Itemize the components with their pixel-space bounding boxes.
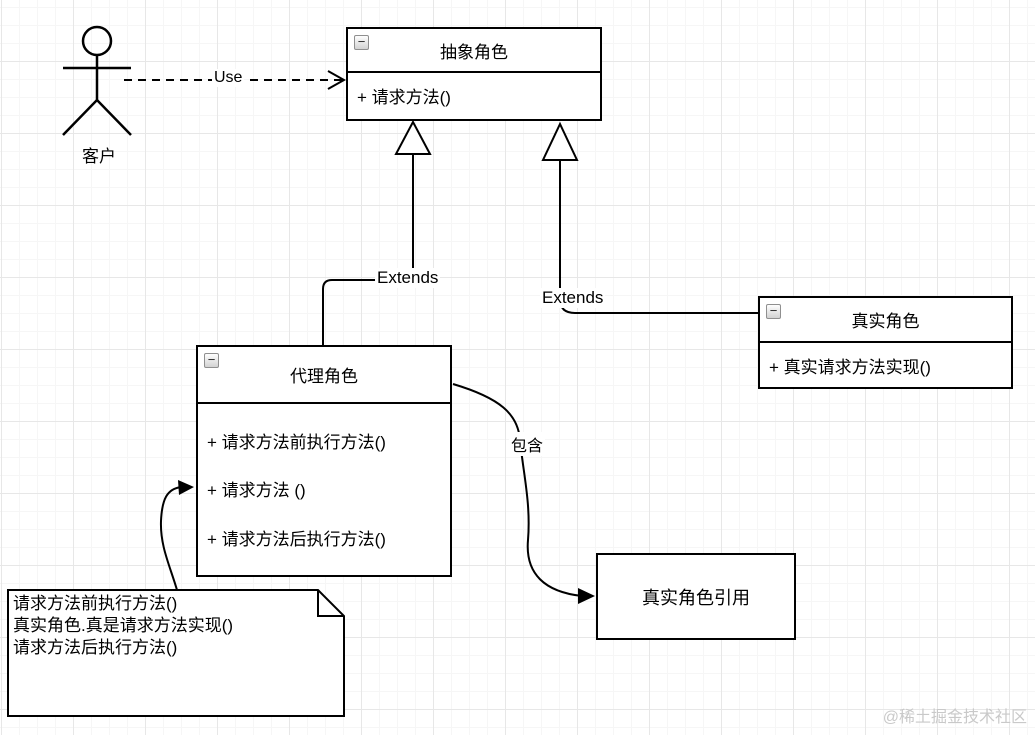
watermark: @稀土掘金技术社区 bbox=[882, 709, 1027, 726]
reference-box-label: 真实角色引用 bbox=[642, 587, 750, 608]
proxy-class-method: + 请求方法 () bbox=[207, 481, 306, 500]
note-text: 请求方法前执行方法() 真实角色.真是请求方法实现() 请求方法后执行方法() bbox=[13, 594, 234, 657]
collapse-icon[interactable]: − bbox=[766, 304, 781, 319]
note-anchor-arrow[interactable] bbox=[159, 480, 194, 591]
actor-label: 客户 bbox=[82, 147, 116, 166]
extends-right-label: Extends bbox=[540, 288, 606, 308]
collapse-icon[interactable]: − bbox=[354, 35, 369, 50]
collapse-icon[interactable]: − bbox=[204, 353, 219, 368]
use-edge-label: Use bbox=[212, 69, 245, 87]
extends-left-label: Extends bbox=[375, 268, 441, 288]
proxy-class-method: + 请求方法前执行方法() bbox=[207, 432, 386, 452]
real-class-title: 真实角色 bbox=[851, 312, 920, 331]
real-class-method: + 真实请求方法实现() bbox=[769, 357, 931, 377]
real-role-reference-box[interactable]: 真实角色引用 bbox=[596, 553, 796, 640]
use-dependency-arrow[interactable] bbox=[124, 70, 347, 90]
proxy-role-class[interactable]: − 代理角色 + 请求方法前执行方法() + 请求方法 () + 请求方法后执行… bbox=[196, 345, 452, 577]
abstract-role-class[interactable]: − 抽象角色 + 请求方法() bbox=[346, 27, 602, 121]
proxy-class-title: 代理角色 bbox=[290, 367, 358, 386]
contains-arrow[interactable] bbox=[452, 383, 595, 604]
note-shape[interactable] bbox=[7, 589, 345, 717]
contains-edge-label: 包含 bbox=[509, 432, 546, 456]
abstract-class-title: 抽象角色 bbox=[440, 42, 508, 62]
abstract-class-method: + 请求方法() bbox=[357, 87, 451, 107]
real-role-class[interactable]: − 真实角色 + 真实请求方法实现() bbox=[758, 296, 1013, 389]
proxy-class-method: + 请求方法后执行方法() bbox=[207, 529, 386, 549]
extends-left-arrow[interactable] bbox=[322, 119, 432, 345]
extends-right-arrow[interactable] bbox=[541, 121, 758, 314]
actor-icon[interactable] bbox=[62, 25, 132, 136]
